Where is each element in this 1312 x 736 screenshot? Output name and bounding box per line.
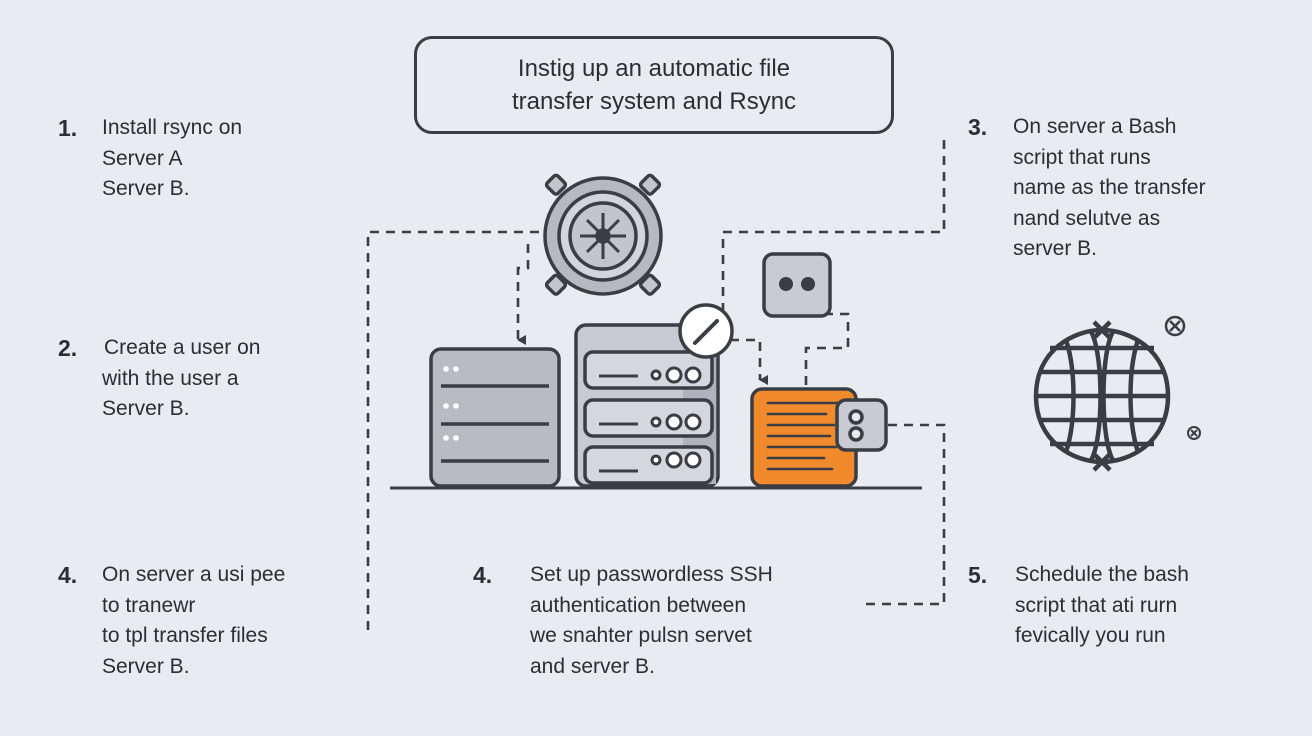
step-text-line: Schedule the bash xyxy=(1015,563,1189,586)
server-stack-icon xyxy=(574,323,720,488)
step-text-line: to tranewr xyxy=(102,593,196,617)
connector-check-to-script xyxy=(730,338,768,385)
connector-top-right xyxy=(721,140,946,310)
step-number: 1. xyxy=(58,115,78,141)
step-text-line: On server a usi pee xyxy=(102,563,286,586)
globe-icon xyxy=(1033,320,1171,472)
step-number: 3. xyxy=(968,114,988,140)
step-text-line: Set up passwordless SSH xyxy=(530,563,773,586)
step-text-line: name as the transfer xyxy=(1013,176,1206,199)
connector-chat-to-script xyxy=(804,312,850,388)
step-text-line: fevically you run xyxy=(1015,624,1166,647)
step-number: 4. xyxy=(473,562,493,588)
step-3: 3. On server a Bash script that runs nam… xyxy=(968,112,1206,265)
step-text-line: Server B. xyxy=(102,654,190,678)
check-icon xyxy=(678,303,734,359)
connector-lock-to-step5 xyxy=(860,423,946,606)
step-text-line: script that ati rurn xyxy=(1015,593,1178,617)
server-rack-icon xyxy=(429,347,561,488)
step-text-line: Server B. xyxy=(102,397,190,420)
step-text-line: Create a user on xyxy=(104,336,261,359)
connector-gear-to-rack xyxy=(516,244,530,345)
step-text-line: On server a Bash xyxy=(1013,115,1177,138)
step-text-line: we snahter pulsn servet xyxy=(530,624,752,647)
lock-icon xyxy=(835,398,888,452)
step-number: 4. xyxy=(58,562,78,588)
chat-bubble-icon xyxy=(762,252,832,318)
step-4-left: 4. On server a usi pee to tranewr to tpl… xyxy=(58,560,285,682)
orange-script-icon xyxy=(750,387,858,488)
step-text-line: Install rsync on xyxy=(102,116,243,139)
step-number: 2. xyxy=(58,335,78,361)
step-5: 5. Schedule the bash script that ati rur… xyxy=(968,560,1189,652)
step-text-line: and server B. xyxy=(530,654,655,678)
title-line-1: Instig up an automatic file xyxy=(517,55,791,82)
step-text-line: authentication between xyxy=(530,593,746,617)
step-1: 1. Install rsync on Server A Server B. xyxy=(58,113,242,205)
step-text-line: with the user a xyxy=(102,366,239,390)
step-text-line: nand selutve as xyxy=(1013,206,1161,230)
close-icon xyxy=(1164,315,1186,337)
step-text-line: Server B. xyxy=(102,177,190,200)
step-text-line: script that runs xyxy=(1013,145,1151,169)
connector-left xyxy=(366,230,548,630)
step-text-line: server B. xyxy=(1013,237,1098,260)
close-icon xyxy=(1187,426,1201,440)
step-number: 5. xyxy=(968,562,988,588)
step-text-line: to tpl transfer files xyxy=(102,624,268,647)
step-text-line: Server A xyxy=(102,146,183,170)
diagram-title-box: Instig up an automatic file transfer sys… xyxy=(414,36,894,134)
step-4-center: 4. Set up passwordless SSH authenticatio… xyxy=(473,560,773,682)
step-2: 2. Create a user on with the user a Serv… xyxy=(58,333,260,425)
title-line-2: transfer system and Rsync xyxy=(511,88,797,115)
dashed-connectors xyxy=(366,140,946,630)
gear-icon xyxy=(543,173,663,296)
